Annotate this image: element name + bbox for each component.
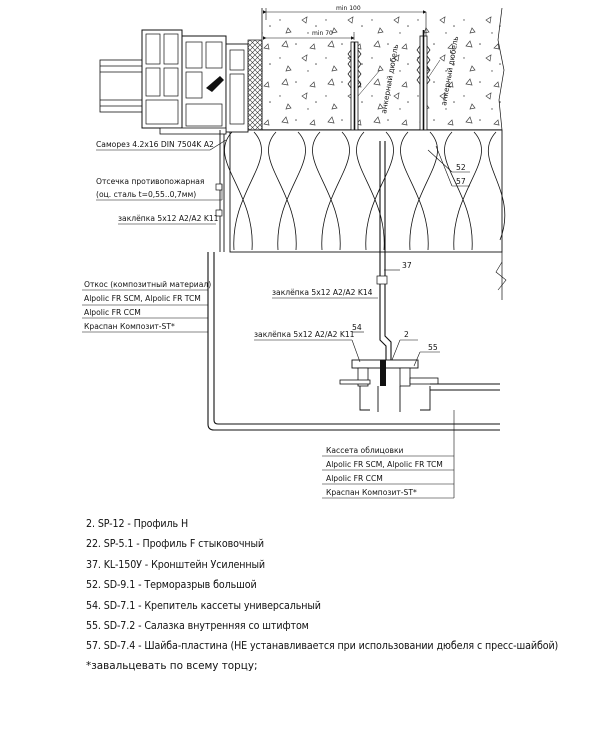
label-rivet-k11-middle: заклёпка 5х12 A2/A2 K11 xyxy=(254,330,355,339)
callout-2: 2 xyxy=(404,330,409,339)
label-firebreak-1: Отсечка противопожарная xyxy=(96,177,204,186)
concrete-wall xyxy=(261,7,505,131)
label-firebreak-2: (оц. сталь t=0,55..0,7мм) xyxy=(96,190,196,199)
legend-item: 54. SD-7.1 - Крепитель кассеты универсал… xyxy=(86,599,321,612)
label-screw: Саморез 4.2х16 DIN 7504K A2 xyxy=(96,140,214,149)
window-frame xyxy=(99,29,249,135)
callout-52: 52 xyxy=(456,163,466,172)
slope-table-row-1: Alpolic FR SCM, Alpolic FR TCM xyxy=(84,294,201,303)
legend-item: 57. SD-7.4 - Шайба-пластина (НЕ устанавл… xyxy=(86,640,559,653)
footnote: *завальцевать по всему торцу; xyxy=(86,660,258,672)
cassette-material-table: Кассета облицовки Alpolic FR SCM, Alpoli… xyxy=(322,410,455,499)
cassette-table-row-3: Краспан Композит-ST* xyxy=(326,488,417,497)
section-drawing: min 100 min 70 анкерный дюбель анкерный … xyxy=(82,5,507,499)
slope-panel xyxy=(207,130,500,431)
cassette-table-title: Кассета облицовки xyxy=(326,446,404,455)
legend-item: 37. KL-150У - Кронштейн Усиленный xyxy=(86,558,266,571)
foam-filler xyxy=(247,39,263,131)
slope-table-row-2: Alpolic FR CCM xyxy=(84,308,141,317)
legend-item: 2. SP-12 - Профиль Н xyxy=(86,518,189,530)
left-leader-lines xyxy=(96,139,227,225)
dimension-min100: min 100 xyxy=(263,5,427,20)
label-rivet-k14: заклёпка 5х12 A2/A2 K14 xyxy=(272,288,373,297)
legend-item: 52. SD-9.1 - Терморазрыв большой xyxy=(86,579,257,592)
slope-table-row-3: Краспан Композит-ST* xyxy=(84,322,175,331)
legend-item: 22. SP-5.1 - Профиль F стыковочный xyxy=(86,538,264,551)
callout-57: 57 xyxy=(456,177,466,186)
cassette-table-row-1: Alpolic FR SCM, Alpolic FR TCM xyxy=(326,460,443,469)
callout-37: 37 xyxy=(402,261,412,270)
slope-material-table: Откос (композитный материал) Alpolic FR … xyxy=(82,276,211,333)
dimension-min70-label: min 70 xyxy=(312,30,333,37)
callout-55: 55 xyxy=(428,343,438,352)
bracket-37 xyxy=(376,141,392,360)
slope-table-title: Откос (композитный материал) xyxy=(84,280,211,289)
callout-54: 54 xyxy=(352,323,362,332)
h-profile-assembly xyxy=(339,359,500,412)
dimension-min100-label: min 100 xyxy=(336,5,361,12)
middle-leader-lines xyxy=(254,145,470,367)
label-rivet-k11-left: заклёпка 5х12 A2/A2 K11 xyxy=(118,214,219,223)
dimension-min70: min 70 xyxy=(263,30,355,40)
legend-item: 55. SD-7.2 - Салазка внутренняя со штифт… xyxy=(86,619,309,632)
legend-list: 2. SP-12 - Профиль Н 22. SP-5.1 - Профил… xyxy=(86,514,586,657)
cassette-table-row-2: Alpolic FR CCM xyxy=(326,474,383,483)
insulation xyxy=(224,129,506,253)
